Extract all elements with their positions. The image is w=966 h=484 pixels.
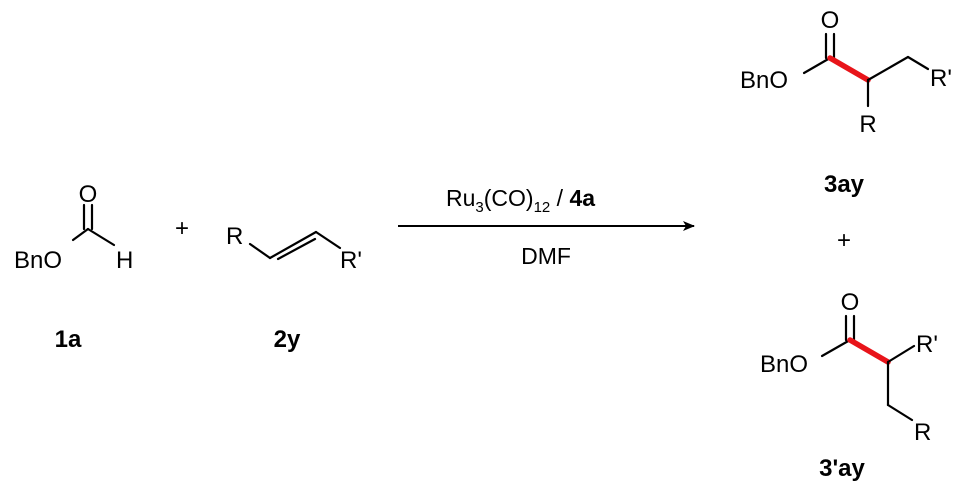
- substituent-rprime: R': [930, 65, 952, 92]
- atom-bno: BnO: [740, 67, 788, 94]
- new-cc-bond-red: [827, 55, 871, 83]
- bond-o-c: [820, 338, 852, 358]
- label-3ay: 3ay: [824, 171, 865, 198]
- bond-calpha-ch2: [866, 55, 910, 82]
- substituent-rprime: R': [916, 331, 938, 358]
- bond-calpha-rprime: [886, 344, 916, 364]
- label-3prime-ay: 3'ay: [819, 455, 865, 482]
- bond-c-o-ester: [71, 227, 90, 242]
- substituent-r: R: [859, 111, 876, 138]
- bond-ch2-rprime: [906, 55, 930, 71]
- reaction-conditions: Ru3(CO)12 / 4a DMF: [398, 185, 695, 269]
- product-3prime-ay: O BnO R' R 3'ay: [760, 289, 938, 482]
- atom-hydrogen: H: [116, 247, 133, 274]
- atom-bno: BnO: [760, 351, 808, 378]
- substituent-rprime: R': [340, 247, 362, 274]
- bond-o-c: [802, 56, 832, 75]
- bond-c-rprime: [314, 230, 342, 250]
- atom-oxygen-carbonyl: O: [79, 181, 98, 208]
- new-cc-bond-red: [847, 337, 891, 365]
- bond-alkene-inner: [276, 237, 317, 261]
- bond-r-c: [248, 242, 272, 260]
- bond-alkene: [268, 230, 318, 260]
- atom-oxygen-carbonyl: O: [841, 289, 860, 316]
- product-3ay: O BnO R' R 3ay: [740, 7, 952, 198]
- plus-sign-reactants: +: [175, 215, 189, 242]
- bond-ch2-r: [886, 403, 914, 422]
- bond-c-h: [86, 227, 116, 247]
- atom-oxygen-carbonyl: O: [821, 7, 840, 34]
- solvent-text: DMF: [521, 243, 571, 269]
- plus-sign-products: +: [837, 227, 851, 254]
- atom-bno: BnO: [14, 247, 62, 274]
- compound-1a: O BnO H 1a: [14, 181, 133, 353]
- label-2y: 2y: [274, 326, 301, 353]
- compound-2y: R R' 2y: [226, 223, 362, 353]
- label-1a: 1a: [55, 326, 82, 353]
- substituent-r: R: [226, 223, 243, 250]
- catalyst-text: Ru3(CO)12 / 4a: [446, 185, 595, 216]
- substituent-r: R: [914, 419, 931, 446]
